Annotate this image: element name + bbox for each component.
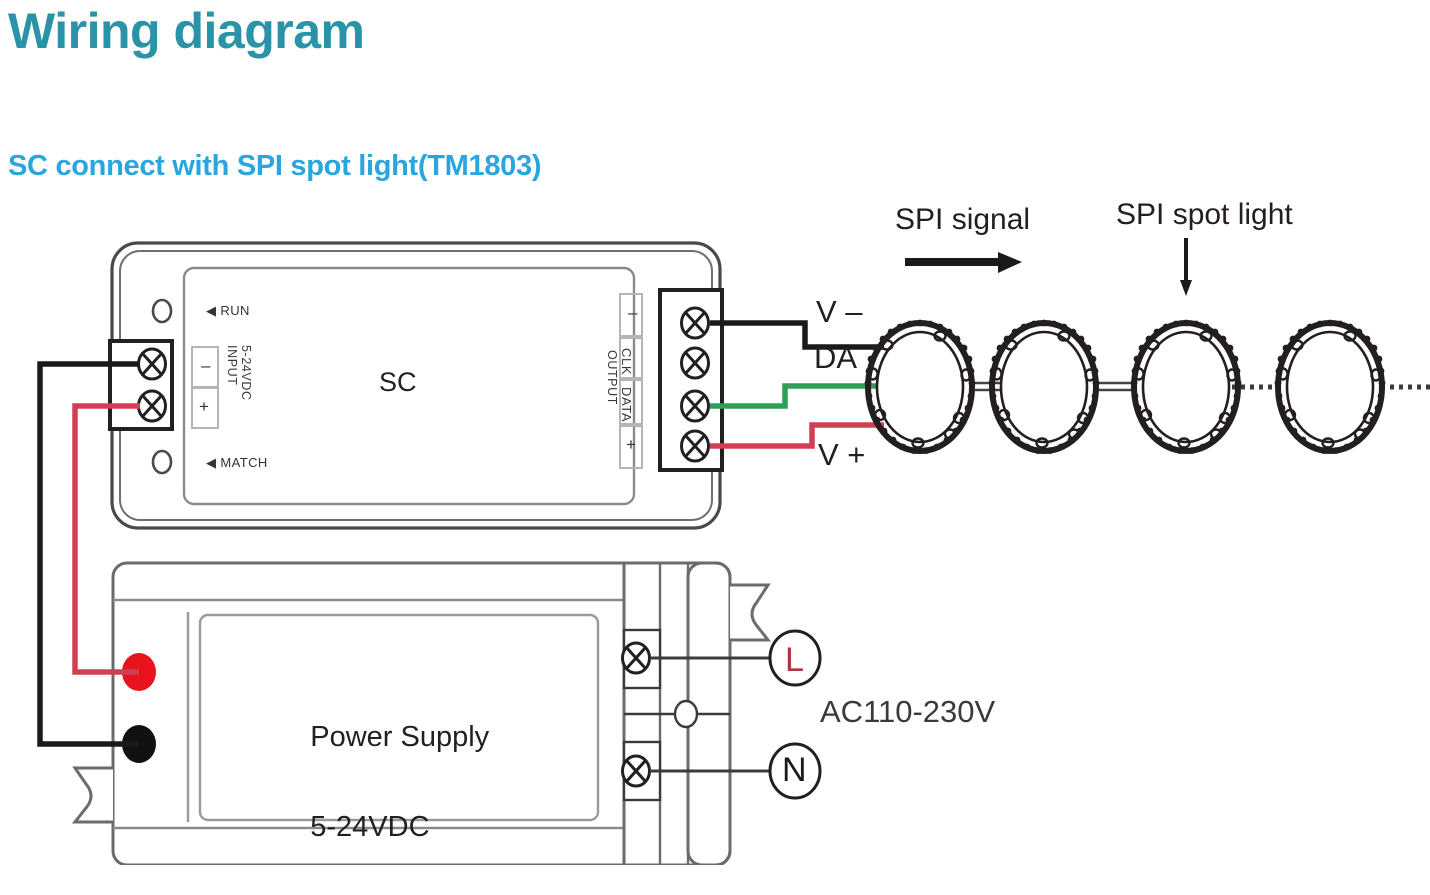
spot-light-4 bbox=[1275, 320, 1386, 454]
spot-light-1 bbox=[865, 320, 976, 454]
output-pin-data-label: DATA bbox=[619, 387, 634, 423]
spi-spot-light-label: SPI spot light bbox=[1116, 198, 1293, 231]
match-indicator-label: ◀ MATCH bbox=[206, 455, 268, 471]
ac-screw-live bbox=[621, 641, 651, 675]
output-pin-legend bbox=[619, 293, 643, 469]
ac-live-symbol bbox=[768, 629, 822, 687]
spi-signal-arrow-icon bbox=[905, 252, 1022, 273]
wiring-diagram-root: Wiring diagram SC connect with SPI spot … bbox=[8, 3, 1430, 865]
spi-signal-label: SPI signal bbox=[895, 203, 1031, 236]
mount-tab-left bbox=[71, 766, 113, 824]
page-subtitle: SC connect with SPI spot light(TM1803) bbox=[8, 150, 542, 182]
wire-label-v-plus: V + bbox=[818, 437, 866, 472]
earth-indicator bbox=[673, 699, 699, 729]
run-indicator-label: ◀ RUN bbox=[206, 303, 250, 319]
input-screw-minus bbox=[137, 347, 167, 381]
output-screw-data bbox=[680, 389, 710, 423]
spi-spot-light-arrow-icon bbox=[1180, 238, 1192, 296]
output-pin-plus-label: + bbox=[626, 435, 636, 454]
wire-label-v-minus: V – bbox=[816, 294, 863, 329]
ac-screw-neutral bbox=[621, 754, 651, 788]
page-title: Wiring diagram bbox=[8, 3, 365, 59]
power-supply-housing bbox=[71, 561, 772, 865]
power-supply-label-line1: Power Supply bbox=[310, 720, 490, 753]
output-terminal-label: OUTPUT bbox=[605, 350, 619, 405]
sc-body-label: SC bbox=[379, 367, 417, 397]
mount-tab-right bbox=[730, 583, 772, 642]
spot-light-2 bbox=[989, 320, 1100, 454]
spot-light-3 bbox=[1131, 320, 1242, 454]
input-pin-legend bbox=[191, 346, 219, 429]
run-triangle-icon: ◀ bbox=[206, 303, 217, 318]
sc-controller-housing bbox=[110, 241, 722, 530]
output-pin-clk-label: CLK bbox=[619, 348, 634, 376]
output-terminal-block bbox=[658, 288, 724, 472]
wire-dc-negative bbox=[37, 361, 140, 747]
ac-supply-label: AC110-230V bbox=[820, 694, 996, 729]
power-supply-label-line2: 5-24VDC bbox=[310, 810, 430, 843]
input-terminal-label-line1: INPUT bbox=[225, 345, 239, 386]
input-pin-plus-label: + bbox=[199, 397, 209, 416]
input-screw-plus bbox=[137, 389, 167, 423]
match-label-text: MATCH bbox=[220, 455, 268, 470]
output-pin-minus-label: – bbox=[628, 303, 638, 322]
ac-neutral-symbol bbox=[768, 742, 822, 800]
output-screw-plus bbox=[680, 429, 710, 463]
match-led-hole bbox=[151, 449, 173, 475]
input-terminal-label-line2: 5-24VDC bbox=[239, 345, 253, 401]
power-supply-label: Power Supply 5-24VDC bbox=[278, 670, 489, 895]
output-screw-minus bbox=[680, 306, 710, 340]
diagram-artwork bbox=[37, 238, 1430, 865]
wire-label-data: DA bbox=[814, 340, 858, 375]
output-screw-clk bbox=[680, 346, 710, 380]
wire-v-minus bbox=[710, 320, 884, 350]
ac-neutral-label: N bbox=[782, 751, 807, 789]
input-terminal-block bbox=[108, 339, 174, 431]
input-pin-minus-label: – bbox=[201, 356, 211, 375]
wire-data bbox=[710, 383, 886, 409]
run-led-hole bbox=[151, 298, 173, 324]
match-triangle-icon: ◀ bbox=[206, 455, 217, 470]
wire-dc-positive bbox=[72, 403, 140, 675]
wire-v-plus bbox=[710, 422, 884, 449]
run-label-text: RUN bbox=[220, 303, 250, 318]
ac-live-label: L bbox=[785, 641, 804, 679]
